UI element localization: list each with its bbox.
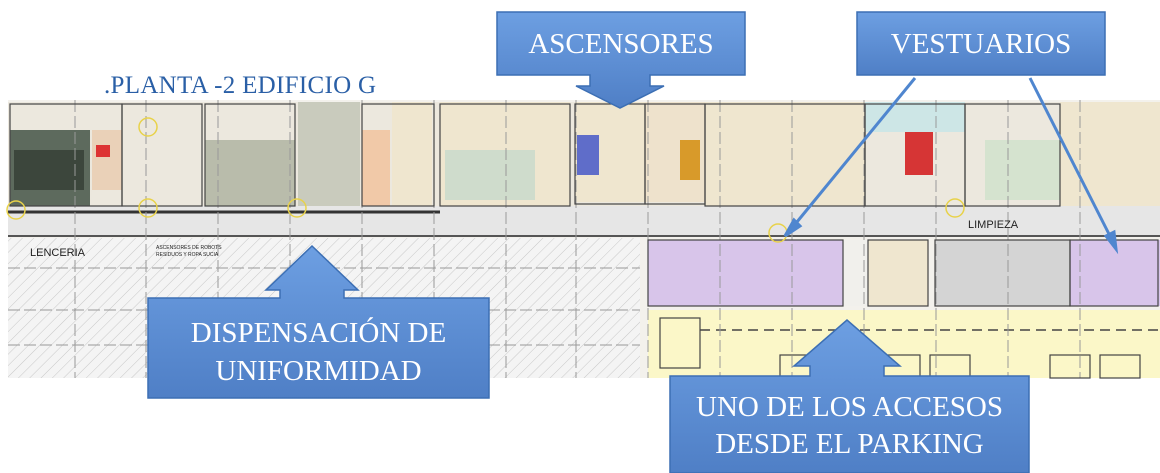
room-red — [905, 130, 933, 175]
callout-dispensacion-line2: UNIFORMIDAD — [215, 355, 422, 387]
callout-accesos-shape — [669, 319, 1030, 473]
room-purple-2 — [1070, 240, 1160, 306]
label-limpieza: LIMPIEZA — [968, 219, 1019, 231]
room-tan-7 — [868, 240, 928, 306]
plan-title: .PLANTA -2 EDIFICIO G — [104, 72, 377, 99]
room-gray-1 — [205, 140, 295, 210]
callout-vestuarios-label: VESTUARIOS — [890, 28, 1072, 60]
room-green-2 — [985, 140, 1060, 200]
label-lenceria: LENCERIA — [30, 247, 86, 259]
room-gray-2 — [298, 102, 360, 214]
callout-ascensores-shape — [496, 11, 746, 109]
vestuarios-arrows — [783, 77, 1119, 255]
room-light-green — [445, 150, 535, 200]
room-left-salmon — [92, 130, 122, 190]
grid-lines — [8, 100, 1081, 378]
callout-ascensores-label: ASCENSORES — [528, 28, 714, 60]
door-markers — [6, 117, 965, 243]
room-gray-3 — [935, 240, 1070, 306]
room-tan-5 — [705, 102, 865, 206]
callout-dispensacion-line1: DISPENSACIÓN DE — [190, 317, 447, 349]
room-tan-1 — [392, 102, 432, 212]
parking — [648, 310, 1160, 378]
callout-vestuarios-shape — [856, 11, 1106, 76]
label-ascensores-robots: ASCENSORES DE ROBOTS — [156, 245, 222, 251]
room-purple-1 — [648, 240, 843, 306]
room-tan-6 — [1060, 102, 1160, 212]
label-residuos-ropa: RESIDUOS Y ROPA SUCIA — [156, 252, 219, 258]
callout-accesos-line2: DESDE EL PARKING — [715, 428, 984, 460]
room-salmon-1 — [362, 130, 390, 210]
callout-dispensacion-shape — [147, 244, 490, 399]
callout-accesos-line1: UNO DE LOS ACCESOS — [696, 391, 1003, 423]
